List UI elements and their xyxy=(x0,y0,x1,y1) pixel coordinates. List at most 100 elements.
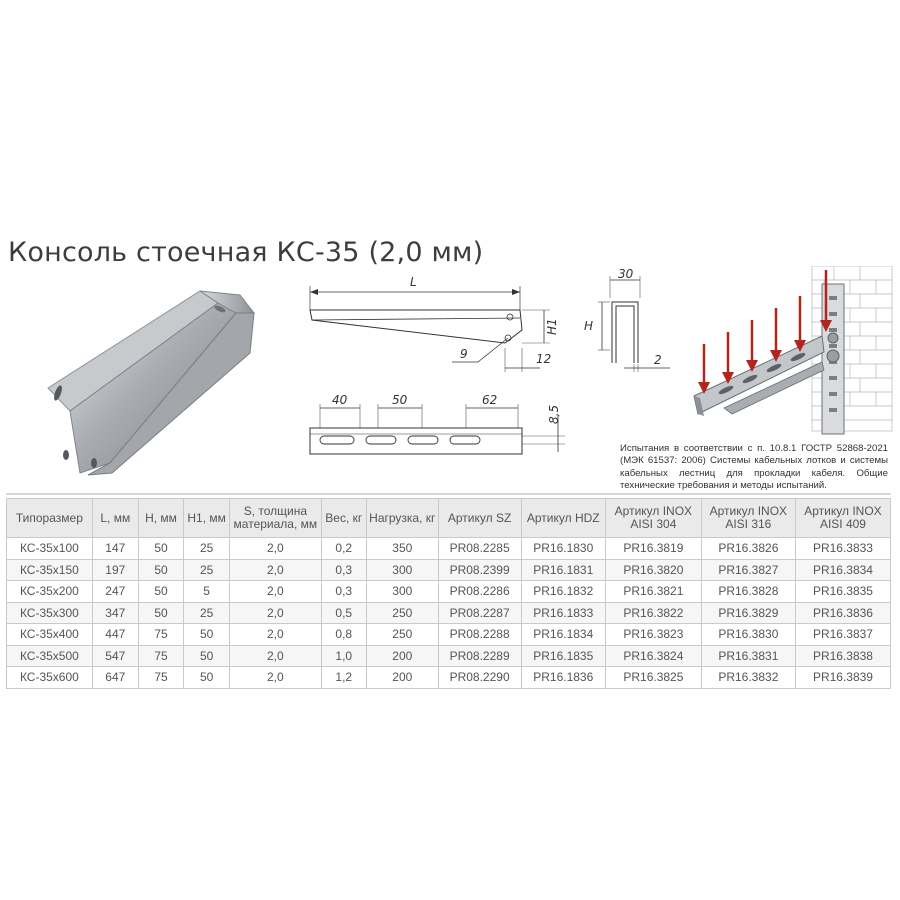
table-cell: 75 xyxy=(137,666,185,689)
table-cell: PR16.1832 xyxy=(520,580,606,603)
table-cell: КС-35х600 xyxy=(6,666,93,689)
table-cell: PR16.3834 xyxy=(794,558,892,581)
table-cell: 347 xyxy=(91,601,139,624)
table-cell: PR16.3832 xyxy=(700,666,796,689)
column-header: L, мм xyxy=(91,498,139,538)
table-cell: 5 xyxy=(183,580,231,603)
column-header: Нагрузка, кг xyxy=(365,498,439,538)
column-header: Артикул INOX AISI 316 xyxy=(700,498,796,538)
table-cell: PR16.3827 xyxy=(700,558,796,581)
dim-12: 12 xyxy=(536,352,551,366)
bracket-photo xyxy=(47,290,256,476)
table-cell: PR16.3822 xyxy=(604,601,702,624)
table-cell: PR16.1831 xyxy=(520,558,606,581)
column-header: H, мм xyxy=(137,498,185,538)
table-cell: 50 xyxy=(137,537,185,560)
table-cell: PR16.3824 xyxy=(604,644,702,667)
table-cell: PR16.3823 xyxy=(604,623,702,646)
table-cell: КС-35х300 xyxy=(6,601,93,624)
table-cell: 2,0 xyxy=(229,558,322,581)
table-cell: 300 xyxy=(365,558,439,581)
table-cell: 50 xyxy=(183,644,231,667)
table-cell: 0,5 xyxy=(320,601,367,624)
page-title: Консоль стоечная КС-35 (2,0 мм) xyxy=(8,237,484,269)
table-cell: 2,0 xyxy=(229,601,322,624)
table-cell: 547 xyxy=(91,644,139,667)
dim-8-5: 8,5 xyxy=(547,405,561,424)
table-cell: 50 xyxy=(137,601,185,624)
table-cell: КС-35х150 xyxy=(6,558,93,581)
table-cell: PR16.1833 xyxy=(520,601,606,624)
table-cell: PR16.1836 xyxy=(520,666,606,689)
table-cell: PR16.3819 xyxy=(604,537,702,560)
column-header: Артикул HDZ xyxy=(520,498,606,538)
column-header: Типоразмер xyxy=(6,498,93,538)
table-cell: 300 xyxy=(365,580,439,603)
table-cell: 447 xyxy=(91,623,139,646)
table-cell: 250 xyxy=(365,601,439,624)
table-cell: 25 xyxy=(183,558,231,581)
dim-50: 50 xyxy=(392,393,408,407)
dim-30: 30 xyxy=(618,268,634,281)
column-header: H1, мм xyxy=(183,498,231,538)
table-cell: 0,2 xyxy=(320,537,367,560)
table-cell: 25 xyxy=(183,537,231,560)
slot-drawing: 40 50 62 8,5 xyxy=(309,393,565,455)
table-cell: PR16.3838 xyxy=(794,644,892,667)
table-cell: 200 xyxy=(365,666,439,689)
column-header: S, толщина материала, мм xyxy=(229,498,322,538)
dim-H1: H1 xyxy=(545,318,559,335)
table-cell: 247 xyxy=(91,580,139,603)
table-cell: PR08.2285 xyxy=(437,537,522,560)
dim-L: L xyxy=(410,275,417,289)
dim-2: 2 xyxy=(654,353,662,367)
table-cell: 25 xyxy=(183,601,231,624)
table-cell: PR16.3837 xyxy=(794,623,892,646)
table-cell: PR08.2290 xyxy=(437,666,522,689)
table-divider xyxy=(6,493,891,495)
table-cell: PR08.2287 xyxy=(437,601,522,624)
table-cell: 50 xyxy=(183,623,231,646)
table-cell: 147 xyxy=(91,537,139,560)
table-cell: PR16.3820 xyxy=(604,558,702,581)
table-cell: 2,0 xyxy=(229,537,322,560)
table-cell: 75 xyxy=(137,644,185,667)
column-header: Артикул INOX AISI 409 xyxy=(794,498,892,538)
table-cell: PR16.3836 xyxy=(794,601,892,624)
table-cell: КС-35х100 xyxy=(6,537,93,560)
table-cell: 197 xyxy=(91,558,139,581)
table-cell: 50 xyxy=(137,558,185,581)
table-cell: КС-35х500 xyxy=(6,644,93,667)
table-cell: 647 xyxy=(91,666,139,689)
table-cell: 2,0 xyxy=(229,623,322,646)
table-cell: 2,0 xyxy=(229,644,322,667)
load-test-illustration xyxy=(684,266,894,438)
dim-H: H xyxy=(584,319,593,333)
table-cell: PR16.3829 xyxy=(700,601,796,624)
dim-9: 9 xyxy=(460,347,468,361)
table-cell: 350 xyxy=(365,537,439,560)
table-cell: PR16.1834 xyxy=(520,623,606,646)
table-cell: 250 xyxy=(365,623,439,646)
test-note: Испытания в соответствии с п. 10.8.1 ГОС… xyxy=(620,443,888,491)
table-cell: КС-35х400 xyxy=(6,623,93,646)
table-cell: PR16.3828 xyxy=(700,580,796,603)
table-cell: 50 xyxy=(137,580,185,603)
bracket-side-drawing: L 9 H1 12 xyxy=(309,275,559,372)
table-cell: PR16.3821 xyxy=(604,580,702,603)
table-cell: PR08.2399 xyxy=(437,558,522,581)
table-cell: PR08.2286 xyxy=(437,580,522,603)
table-cell: PR16.3831 xyxy=(700,644,796,667)
table-cell: КС-35х200 xyxy=(6,580,93,603)
column-header: Артикул SZ xyxy=(437,498,522,538)
table-cell: 1,0 xyxy=(320,644,367,667)
table-cell: 0,3 xyxy=(320,580,367,603)
